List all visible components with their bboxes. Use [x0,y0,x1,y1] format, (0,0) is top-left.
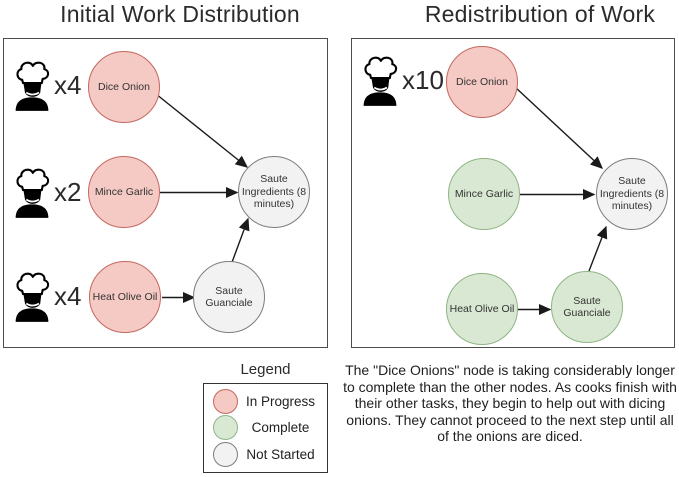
panel-title-redistribution: Redistribution of Work [424,1,656,27]
chef-icon [363,56,398,106]
node-dice-onion: Dice Onion [88,51,160,123]
node-label: Dice Onion [456,75,508,88]
cook-group-mince-garlic: x2 [14,166,81,218]
node-label: Mince Garlic [454,187,514,200]
node-saute-guanciale: Saute Guanciale [551,271,623,343]
cook-group-dice-onion: x10 [362,54,444,106]
legend-item-not-started: Not Started [204,442,327,468]
node-label: Heat Olive Oil [92,290,158,303]
cook-count-label: x2 [54,177,82,207]
cook-count-label: x10 [402,65,444,95]
node-saute-ingredients: Saute Ingredients (8 minutes) [596,158,668,230]
chef-icon [15,272,50,322]
cook-count-label: x4 [54,281,82,311]
legend-item-label: In Progress [245,393,316,409]
node-label: Mince Garlic [94,185,154,198]
legend-item-complete: Complete [204,415,327,441]
node-mince-garlic: Mince Garlic [88,156,160,228]
node-mince-garlic: Mince Garlic [448,158,520,230]
node-label: Saute Ingredients (8 minutes) [599,175,665,213]
node-label: Dice Onion [98,80,150,93]
legend-item-in-progress: In Progress [204,388,327,414]
cook-group-heat-olive-oil: x4 [14,270,81,322]
node-label: Saute Guanciale [205,284,253,309]
legend-item-label: Not Started [246,447,315,463]
redistribution-panel: x10 Dice Onion Mince Garlic Heat Olive O… [351,38,675,348]
node-heat-olive-oil: Heat Olive Oil [89,261,161,333]
chef-icon [15,168,50,218]
panel-title-initial: Initial Work Distribution [60,1,300,27]
node-saute-ingredients: Saute Ingredients (8 minutes) [238,156,310,228]
not-started-swatch [213,442,238,468]
chef-icon [15,61,50,111]
complete-swatch [213,415,238,441]
node-dice-onion: Dice Onion [446,46,518,118]
cook-group-dice-onion: x4 [14,59,81,111]
redistribution-caption: The "Dice Onions" node is taking conside… [343,362,677,444]
cook-count-label: x4 [54,70,82,100]
node-label: Saute Ingredients (8 minutes) [241,173,307,211]
node-heat-olive-oil: Heat Olive Oil [446,273,518,345]
initial-work-panel: x4 x2 x4 Dice Onion Mince Garl [3,38,328,348]
node-label: Saute Guanciale [563,294,611,319]
node-label: Heat Olive Oil [449,302,515,315]
legend-item-label: Complete [251,420,310,436]
node-saute-guanciale: Saute Guanciale [193,261,265,333]
in-progress-swatch [213,388,238,414]
legend-title: Legend [240,361,291,378]
legend-box: In Progress Complete Not Started [203,383,328,473]
